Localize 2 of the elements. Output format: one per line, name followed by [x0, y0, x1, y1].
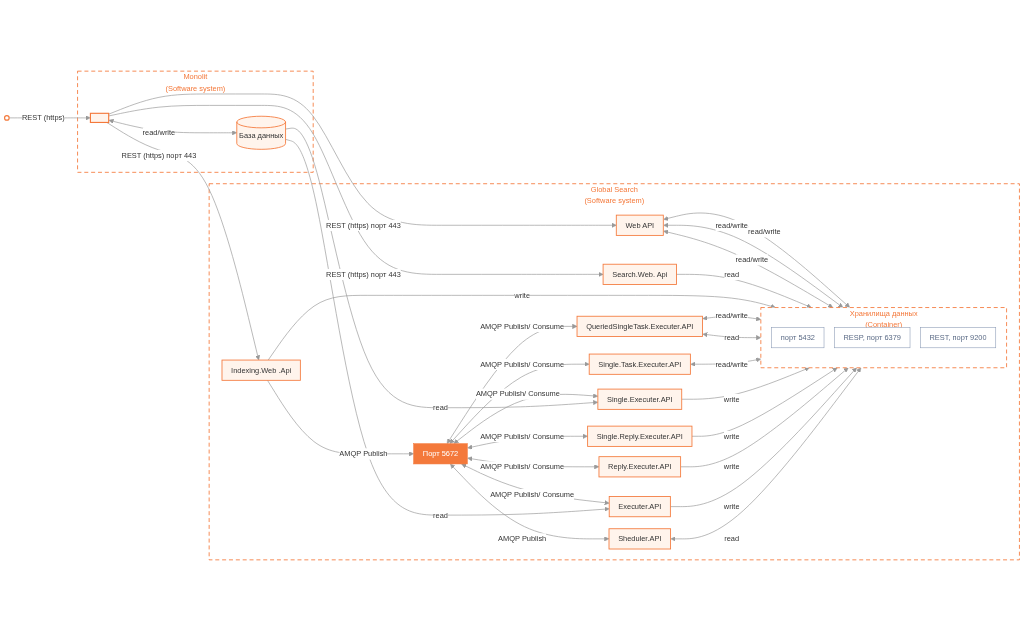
node-box [89, 112, 110, 123]
node-person [4, 115, 10, 121]
